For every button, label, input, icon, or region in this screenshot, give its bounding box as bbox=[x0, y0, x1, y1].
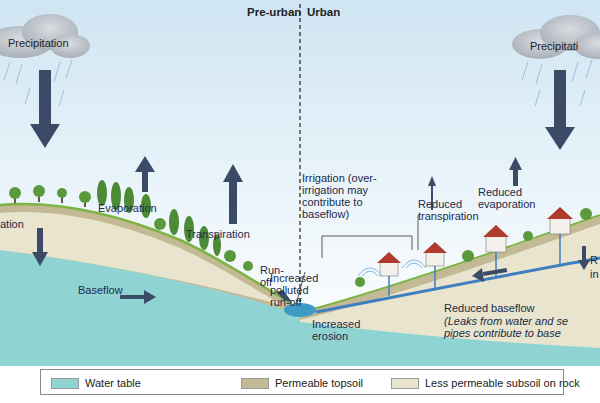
tree bbox=[33, 185, 45, 197]
divider-line bbox=[299, 4, 300, 304]
legend-swatch bbox=[51, 378, 79, 389]
rain bbox=[54, 62, 60, 82]
process-label: Evaporation bbox=[98, 202, 157, 214]
grass-line bbox=[0, 204, 292, 304]
house bbox=[483, 225, 509, 237]
legend-item: Less permeable subsoil on rock bbox=[391, 376, 580, 390]
grass-line bbox=[306, 215, 600, 311]
flow-arrow bbox=[229, 180, 237, 224]
rain bbox=[16, 64, 22, 84]
house bbox=[423, 242, 447, 253]
rain bbox=[535, 90, 540, 106]
flow-arrow bbox=[483, 268, 507, 276]
flow-arrow bbox=[582, 246, 586, 262]
flow-arrow bbox=[37, 228, 43, 254]
tree bbox=[355, 277, 365, 287]
rain bbox=[59, 90, 64, 106]
sprinkler bbox=[362, 271, 378, 276]
tree bbox=[224, 250, 236, 262]
section-heading: Urban bbox=[307, 6, 340, 18]
pipe bbox=[388, 276, 390, 296]
tree bbox=[462, 250, 474, 262]
flow-arrow bbox=[142, 170, 148, 192]
process-label: Reduced baseflow bbox=[444, 302, 535, 314]
legend-item: Permeable topsoil bbox=[241, 376, 363, 390]
flow-arrow bbox=[32, 252, 48, 266]
legend-box: Water tablePermeable topsoilLess permeab… bbox=[40, 369, 564, 395]
flow-arrow bbox=[545, 127, 575, 150]
flow-arrow bbox=[554, 70, 566, 128]
pipe bbox=[316, 234, 600, 312]
pipe bbox=[559, 234, 561, 266]
flow-arrow bbox=[30, 124, 60, 148]
tree bbox=[169, 209, 179, 235]
sprinkler bbox=[402, 260, 426, 268]
flow-arrow bbox=[472, 268, 484, 282]
flow-arrow bbox=[513, 168, 518, 186]
tree bbox=[580, 208, 592, 220]
process-label: Reduced evaporation bbox=[478, 186, 544, 210]
house bbox=[547, 207, 573, 219]
house bbox=[426, 252, 444, 266]
tree bbox=[9, 187, 21, 199]
section-heading: Pre-urban bbox=[247, 6, 301, 18]
bracket bbox=[322, 236, 412, 258]
legend-text: Water table bbox=[85, 377, 141, 389]
process-label: ation bbox=[0, 218, 24, 230]
topsoil bbox=[300, 216, 600, 366]
sky bbox=[0, 0, 600, 366]
topsoil bbox=[0, 204, 292, 312]
rain bbox=[4, 60, 592, 106]
legend-swatch bbox=[241, 378, 269, 389]
flow-arrow bbox=[223, 164, 243, 182]
tree bbox=[57, 188, 67, 198]
sprinkler bbox=[358, 268, 382, 276]
pipe bbox=[434, 266, 436, 288]
rain bbox=[25, 88, 30, 104]
process-label: Precipitati bbox=[530, 40, 578, 52]
sprinkler bbox=[358, 260, 426, 276]
flow-arrow bbox=[135, 156, 155, 172]
legend-item: Water table bbox=[51, 376, 141, 390]
process-label: Increased erosion bbox=[312, 318, 370, 342]
legend-text: Less permeable subsoil on rock bbox=[425, 377, 580, 389]
rain bbox=[580, 90, 585, 106]
process-label: Increased polluted run-off bbox=[270, 272, 326, 308]
tree bbox=[523, 231, 533, 241]
house bbox=[550, 218, 570, 234]
sprinkler bbox=[406, 263, 422, 268]
rain bbox=[66, 60, 72, 78]
process-label: in bbox=[590, 268, 599, 280]
process-label: Precipitation bbox=[8, 37, 69, 49]
flow-arrow bbox=[144, 290, 156, 304]
flow-arrow bbox=[39, 70, 51, 125]
process-label: Transpiration bbox=[186, 228, 250, 240]
rain bbox=[4, 62, 10, 80]
house bbox=[380, 262, 398, 276]
flow-arrow bbox=[578, 260, 590, 270]
flow-arrow bbox=[120, 295, 146, 299]
process-label: Irrigation (over-irrigation may contribu… bbox=[302, 172, 390, 220]
tree bbox=[154, 218, 166, 230]
tree bbox=[9, 180, 253, 271]
house bbox=[486, 236, 506, 252]
pipe bbox=[495, 252, 497, 278]
process-label: R bbox=[590, 254, 598, 266]
flow-arrow bbox=[30, 70, 590, 304]
rain bbox=[586, 60, 592, 78]
rain bbox=[572, 62, 578, 82]
tree bbox=[243, 261, 253, 271]
house bbox=[377, 252, 401, 263]
note-text: (Leaks from water and se pipes contribut… bbox=[444, 315, 594, 339]
tree bbox=[79, 191, 91, 203]
process-label: Baseflow bbox=[78, 284, 123, 296]
flow-arrow bbox=[509, 157, 522, 170]
legend-text: Permeable topsoil bbox=[275, 377, 363, 389]
legend-swatch bbox=[391, 378, 419, 389]
rain bbox=[536, 64, 542, 84]
subsoil bbox=[300, 224, 600, 366]
flow-arrow bbox=[428, 176, 436, 186]
rain bbox=[522, 62, 528, 80]
